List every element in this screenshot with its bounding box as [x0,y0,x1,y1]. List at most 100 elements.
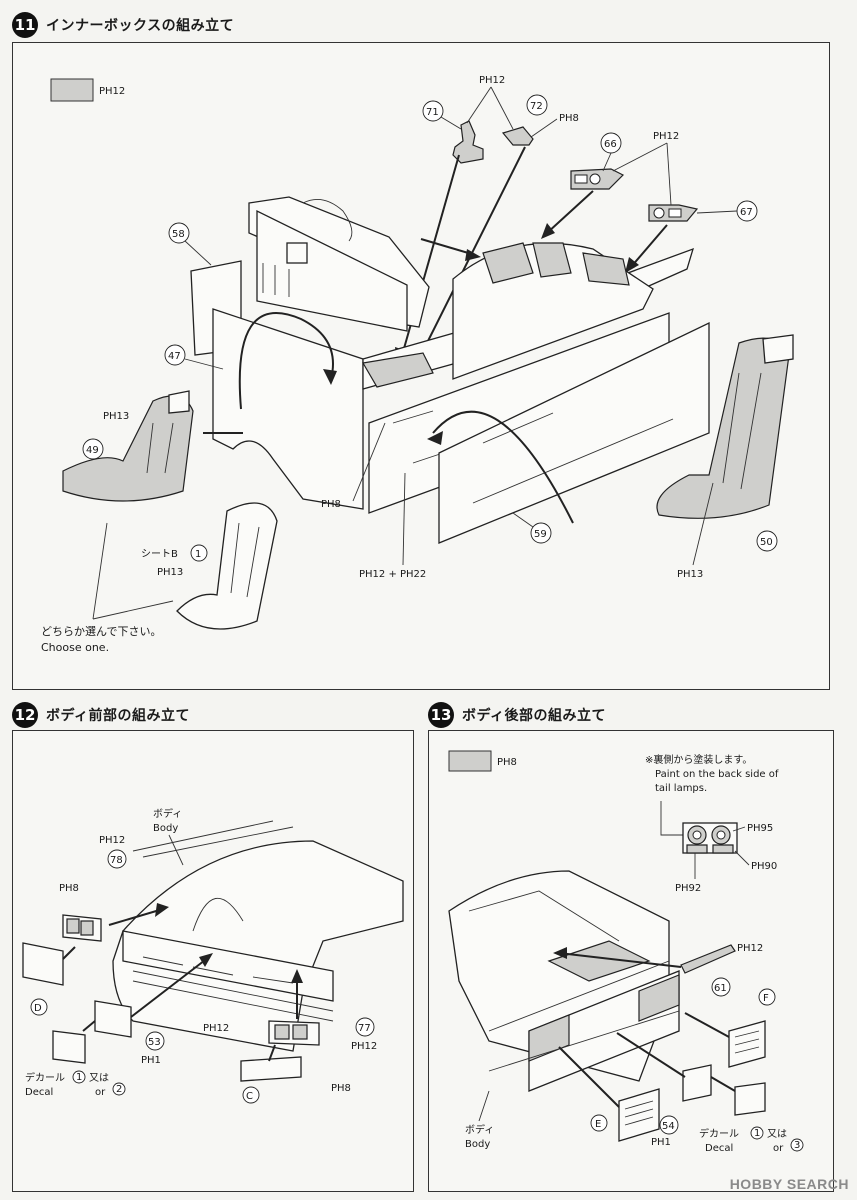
label-ph8-a: PH8 [59,883,79,894]
label-72: 72 [530,101,543,112]
note-ja: どちらか選んで下さい。 [41,625,161,638]
decal-part [52,1030,86,1064]
callout-C [242,1086,260,1104]
label-ph12-c: PH12 [351,1041,377,1052]
label-body-en: Body [153,823,178,834]
seat-part-50 [656,334,794,519]
label-54: 54 [662,1121,675,1132]
label-ph12-ph22: PH12 + PH22 [359,569,426,580]
label-61: 61 [714,983,727,994]
callout-49 [82,438,104,460]
label-47: 47 [168,351,181,362]
step11-number: 11 [12,12,38,38]
callout-58 [168,222,190,244]
label-decal-ja-13: デカール [699,1127,739,1140]
label-66: 66 [604,139,617,150]
label-ph12-right: PH12 [653,131,679,142]
car-front-body [112,820,404,1052]
label-ph12-13: PH12 [737,943,763,954]
note13-ja: ※裏側から塗装します。 [645,753,752,766]
seat-part-1 [176,502,278,630]
swatch-legend-13: PH8 [497,757,517,768]
label-or-ja-13: 又は [767,1128,787,1140]
label-50: 50 [760,537,773,548]
callout-54 [659,1115,679,1135]
callout-61 [711,977,731,997]
callout-77 [355,1017,375,1037]
label-F: F [763,993,769,1004]
lever-part [501,126,534,146]
callout-53 [145,1031,165,1051]
seat-part-49 [62,390,194,502]
part-E [618,1088,660,1142]
label-ph1: PH1 [141,1055,161,1066]
callout-50 [756,530,778,552]
wiper-part-61 [680,944,736,974]
label-ph13-right: PH13 [677,569,703,580]
callout-71 [422,100,444,122]
label-decal-ja: デカール [25,1071,65,1084]
label-decal-2: 2 [116,1084,122,1095]
note13-en2: tail lamps. [655,783,707,794]
label-decal-1: 1 [76,1072,82,1083]
step13-panel: PH8 ※裏側から塗装します。 Paint on the back side o… [428,730,834,1192]
label-ph92: PH92 [675,883,701,894]
part-F [728,1020,766,1068]
label-seat-b: シートB [141,549,178,560]
callout-78 [107,849,127,869]
label-body-ja: ボディ [153,807,182,820]
tail-lamp-inset [682,822,738,854]
label-59: 59 [534,529,547,540]
label-78: 78 [110,855,123,866]
label-ph12-b: PH12 [203,1023,229,1034]
paint-swatch-13 [448,750,492,772]
label-71: 71 [426,107,439,118]
part-C [240,1056,302,1082]
step11-title: インナーボックスの組み立て [46,18,235,34]
label-ph12-top: PH12 [479,75,505,86]
step11-panel: PH12 71 72 PH12 PH8 66 67 PH12 [12,42,830,690]
car-rear-body [448,870,680,1092]
label-ph13-left: PH13 [103,411,129,422]
label-ph95: PH95 [747,823,773,834]
label-ph13-seat-b: PH13 [157,567,183,578]
paint-swatch [50,78,94,102]
label-or-en: or [95,1087,106,1098]
step13-header: 13 ボディ後部の組み立て [428,702,606,728]
label-ph8-mid: PH8 [321,499,341,510]
part-54 [682,1064,712,1102]
watermark: HOBBY SEARCH [729,1176,849,1192]
step12-title: ボディ前部の組み立て [46,708,191,724]
callout-72 [526,94,548,116]
callout-1 [190,544,208,562]
note13-en1: Paint on the back side of [655,769,779,780]
door-panel-59 [438,321,710,544]
label-ph12-a: PH12 [99,835,125,846]
dashboard-part [248,196,430,332]
label-1: 1 [195,549,201,560]
swatch-legend-label: PH12 [99,86,125,97]
step12-diagram: ボディ Body PH12 78 PH8 D 53 PH1 [22,807,404,1104]
label-decal-en: Decal [25,1087,53,1098]
label-decal-en-13: Decal [705,1143,733,1154]
callout-E [590,1114,608,1132]
label-49: 49 [86,445,99,456]
label-decal-3-13: 3 [794,1140,800,1151]
part-D [22,942,64,986]
step13-diagram: PH8 ※裏側から塗装します。 Paint on the back side o… [448,750,804,1154]
label-ph8-top: PH8 [559,113,579,124]
step11-diagram: PH12 71 72 PH12 PH8 66 67 PH12 [41,75,794,654]
label-ph1-13: PH1 [651,1137,671,1148]
label-or-ja: 又は [89,1072,109,1084]
step12-number: 12 [12,702,38,728]
label-53: 53 [148,1037,161,1048]
shift-knob-part [452,120,484,164]
step13-title: ボディ後部の組み立て [462,708,607,724]
callout-D [30,998,48,1016]
decal-part-13 [734,1082,766,1116]
callout-47 [164,344,186,366]
step12-panel: ボディ Body PH12 78 PH8 D 53 PH1 [12,730,414,1192]
callout-F [758,988,776,1006]
part-53 [94,1000,132,1038]
label-ph90: PH90 [751,861,777,872]
